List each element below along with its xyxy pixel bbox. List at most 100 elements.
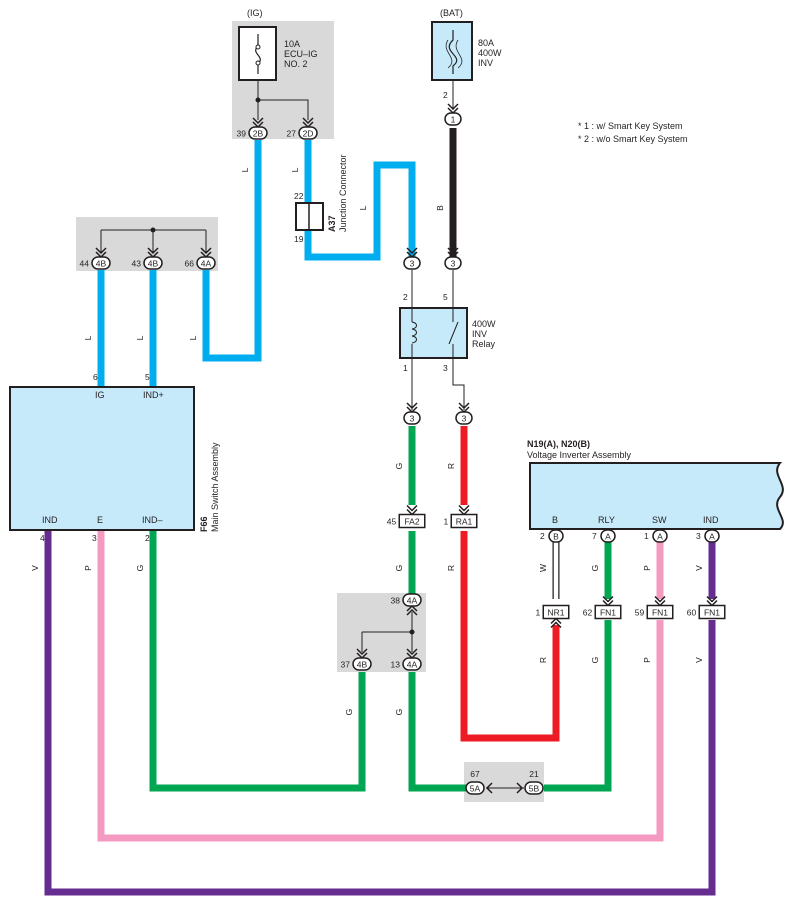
- svg-text:A: A: [709, 532, 715, 542]
- wire-g-fn62: [544, 620, 612, 792]
- connector-jb1-44: 4B 44: [80, 247, 111, 270]
- connector-code: NR1: [547, 608, 564, 618]
- relay-pin-3: 3: [443, 363, 448, 373]
- connector-code: 4A: [407, 660, 418, 670]
- wire-color-label: L: [240, 167, 250, 172]
- svg-text:B: B: [553, 532, 559, 542]
- wire-color-label: P: [642, 565, 652, 571]
- connector-pin: 1: [536, 608, 541, 618]
- connector-pin: 59: [635, 608, 645, 618]
- connector-code: 2B: [253, 129, 264, 139]
- connector-arrow-icon: [485, 782, 493, 794]
- inverter-code: N19(A), N20(B): [527, 439, 590, 449]
- wire-color-label: G: [590, 657, 600, 664]
- connector-jb2-13: 4A 13: [391, 648, 422, 671]
- wire-g-jb13: [408, 672, 466, 792]
- wire-color-label: G: [590, 565, 600, 572]
- inverter-terminal-connector: A: [704, 529, 720, 543]
- wire-color-label: W: [538, 564, 548, 572]
- connector-pin: 13: [391, 660, 401, 670]
- connector-pin: 1: [444, 517, 449, 527]
- ms-pin-6: 6: [93, 372, 98, 382]
- inverter-terminal-connector: A: [600, 529, 616, 543]
- inv-terminal-sw: SW: [652, 515, 667, 525]
- bat-fuse-box: [431, 21, 473, 81]
- connector-relay-out-g: 3: [403, 402, 421, 425]
- connector-pin: 39: [237, 129, 247, 139]
- svg-text:A: A: [605, 532, 611, 542]
- relay-coil-icon: [411, 308, 459, 358]
- inv-pin-3: 3: [696, 531, 701, 541]
- connector-pin: 44: [80, 259, 90, 269]
- ms-code: F66: [199, 516, 209, 532]
- connector-code: FN1: [704, 608, 720, 618]
- ms-pin-5: 5: [145, 372, 150, 382]
- inv-pin-2: 2: [540, 531, 545, 541]
- wire-color-label: G: [344, 709, 354, 716]
- relay-name-3: Relay: [472, 339, 496, 349]
- connector-ig-2b: 2B 39: [237, 117, 268, 140]
- inverter-box: [529, 462, 784, 530]
- wire-g-ms: [149, 530, 366, 792]
- inv-terminal-rly: RLY: [598, 515, 615, 525]
- connector-code: 4A: [407, 596, 418, 606]
- connector-code: 5B: [529, 784, 540, 794]
- wire-color-label: L: [290, 167, 300, 172]
- wire-color-label: R: [538, 657, 548, 663]
- wire-color-label: R: [446, 463, 456, 469]
- ms-terminal-indplus: IND+: [143, 390, 164, 400]
- ms-terminal-e: E: [97, 515, 103, 525]
- relay-name-1: 400W: [472, 319, 496, 329]
- relay-name-2: INV: [472, 329, 487, 339]
- wire-color-label: P: [83, 565, 93, 571]
- connector-pin: 21: [529, 769, 539, 779]
- bat-source-label: (BAT): [440, 8, 463, 18]
- wire-color-label: R: [446, 565, 456, 571]
- connector-code: 3: [410, 414, 415, 424]
- ms-terminal-indminus: IND–: [142, 515, 163, 525]
- connector-pin: 38: [391, 596, 401, 606]
- bat-fuse-name-2: INV: [478, 58, 493, 68]
- wire-color-label: V: [30, 565, 40, 571]
- bat-fuse-rating: 80A: [478, 38, 494, 48]
- inv-pin-1: 1: [644, 531, 649, 541]
- wire-color-label: L: [188, 335, 198, 340]
- connector-jb2-38: 4A 38: [391, 593, 422, 616]
- connector-code: 4B: [96, 259, 107, 269]
- connector-relay-in-b: 3: [444, 247, 462, 270]
- fuse-icon: [448, 30, 458, 74]
- connector-jb3-21: 5B 21: [516, 769, 544, 795]
- bat-fuse-pin: 2: [443, 90, 448, 100]
- relay-pin-2: 2: [403, 292, 408, 302]
- connector-nr1: NR1 1: [536, 604, 570, 629]
- wire-color-label: G: [394, 463, 404, 470]
- connector-code: FN1: [652, 608, 668, 618]
- wire-color-label: B: [435, 205, 445, 211]
- wire-p-ms: [97, 530, 664, 842]
- ms-name: Main Switch Assembly: [210, 442, 220, 532]
- connector-code: 3: [410, 259, 415, 269]
- connector-pin: 60: [687, 608, 697, 618]
- note-1: * 1 : w/ Smart Key System: [578, 121, 683, 131]
- connector-code: 2D: [303, 129, 314, 139]
- connector-code: RA1: [456, 517, 473, 527]
- inv-terminal-b: B: [552, 515, 558, 525]
- inv-terminal-ind: IND: [703, 515, 719, 525]
- connector-relay-in-l: 3: [403, 247, 421, 270]
- relay-pin-5: 5: [443, 292, 448, 302]
- connector-arrow-icon: [406, 504, 418, 516]
- inverter-terminal-connector: B: [548, 529, 564, 543]
- ms-terminal-ind: IND: [42, 515, 58, 525]
- wire-l-jc: [304, 161, 416, 261]
- connector-code: 3: [462, 414, 467, 424]
- jc-name: Junction Connector: [338, 154, 348, 232]
- main-switch-box: [9, 386, 195, 531]
- connector-code: 3: [451, 259, 456, 269]
- ig-fuse-name-1: ECU–IG: [284, 49, 318, 59]
